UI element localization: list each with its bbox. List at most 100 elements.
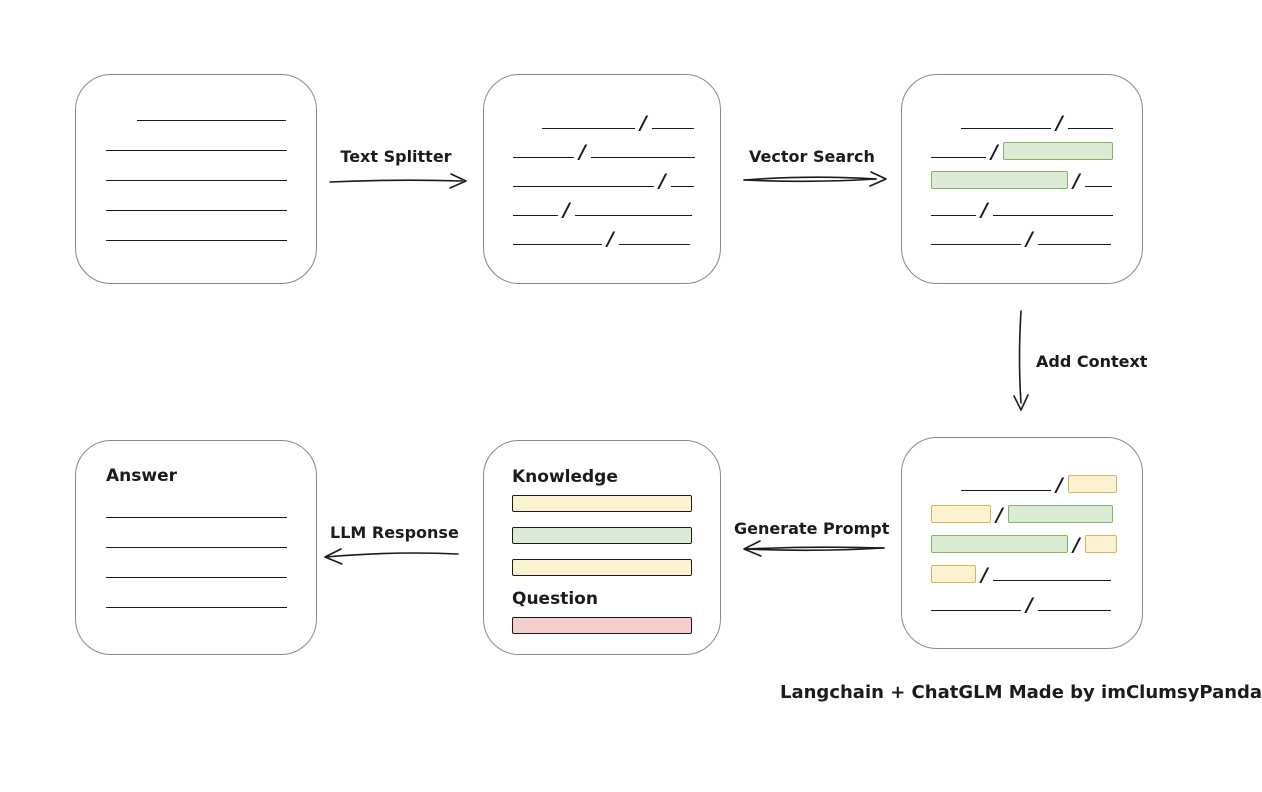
text-line bbox=[137, 120, 286, 121]
text-line bbox=[670, 186, 694, 187]
text-line bbox=[513, 244, 602, 245]
yellow-bar bbox=[512, 559, 692, 576]
text-row: / bbox=[931, 112, 1142, 134]
text-row: / bbox=[513, 112, 720, 134]
vector-search-arrow bbox=[743, 171, 887, 187]
arrow-shaft bbox=[745, 546, 885, 550]
add-context-arrow bbox=[1013, 310, 1029, 411]
text-line bbox=[651, 128, 694, 129]
slash-separator: / bbox=[659, 170, 666, 192]
yellow-highlight-chunk bbox=[931, 565, 976, 583]
question-label: Question bbox=[512, 589, 598, 609]
slash-separator: / bbox=[563, 199, 570, 221]
text-line bbox=[106, 577, 287, 578]
text-row bbox=[106, 135, 316, 153]
credit-caption: Langchain + ChatGLM Made by imClumsyPand… bbox=[780, 682, 1262, 703]
slash-separator: / bbox=[1056, 474, 1063, 496]
add-context-label: Add Context bbox=[1036, 352, 1148, 371]
text-line bbox=[931, 244, 1021, 245]
text-line bbox=[106, 180, 287, 181]
text-line bbox=[513, 186, 654, 187]
text-row: / bbox=[931, 564, 1142, 586]
arrow-head-icon bbox=[743, 540, 762, 557]
text-line bbox=[1037, 610, 1111, 611]
text-row: / bbox=[931, 141, 1142, 163]
slash-separator: / bbox=[1073, 170, 1080, 192]
document-lines bbox=[106, 105, 316, 243]
vector-search-label: Vector Search bbox=[749, 147, 875, 166]
text-line bbox=[106, 517, 287, 518]
text-row: / bbox=[931, 534, 1142, 556]
slash-separator: / bbox=[996, 504, 1003, 526]
indent-spacer bbox=[106, 122, 137, 123]
arrow-shaft bbox=[743, 176, 877, 181]
context-chunks-node: / / / / / bbox=[901, 437, 1143, 649]
text-row bbox=[106, 105, 316, 123]
slash-separator: / bbox=[981, 564, 988, 586]
text-line bbox=[961, 128, 1051, 129]
text-line bbox=[1067, 128, 1113, 129]
indent-spacer bbox=[931, 130, 961, 131]
text-row: / bbox=[931, 200, 1142, 220]
text-row: / bbox=[513, 199, 720, 221]
green-highlight-chunk bbox=[1007, 505, 1113, 523]
split-chunk-rows: / / / / / bbox=[513, 112, 720, 250]
text-splitter-arrow bbox=[329, 173, 467, 189]
green-highlight-chunk bbox=[1002, 142, 1113, 160]
text-row bbox=[106, 502, 316, 520]
text-row bbox=[106, 592, 316, 610]
answer-label: Answer bbox=[106, 466, 177, 486]
slash-separator: / bbox=[640, 112, 647, 134]
llm-response-arrow bbox=[324, 548, 459, 565]
green-bar bbox=[512, 527, 692, 544]
text-line bbox=[513, 215, 558, 216]
text-row bbox=[106, 532, 316, 550]
arrow-head-icon bbox=[1013, 394, 1029, 411]
arrow-shaft bbox=[743, 178, 877, 183]
text-row: / bbox=[931, 504, 1142, 526]
text-row: / bbox=[513, 170, 720, 192]
text-row: / bbox=[931, 229, 1142, 249]
arrow-shaft bbox=[325, 552, 459, 558]
arrow-shaft bbox=[329, 179, 463, 183]
vector-matched-rows: / / / / / bbox=[931, 112, 1142, 249]
arrow-head-icon bbox=[449, 173, 467, 189]
slash-separator: / bbox=[1073, 534, 1080, 556]
slash-separator: / bbox=[1056, 112, 1063, 134]
text-line bbox=[590, 157, 695, 158]
question-bars bbox=[512, 617, 720, 634]
text-row bbox=[106, 225, 316, 243]
text-line bbox=[931, 215, 976, 216]
answer-node: Answer bbox=[75, 440, 317, 655]
red-bar bbox=[512, 617, 692, 634]
indent-spacer bbox=[513, 130, 542, 131]
slash-separator: / bbox=[579, 141, 586, 163]
text-row: / bbox=[513, 141, 720, 163]
indent-spacer bbox=[931, 492, 961, 493]
text-row: / bbox=[931, 170, 1142, 192]
knowledge-bars bbox=[512, 495, 720, 576]
text-line bbox=[106, 547, 287, 548]
text-line bbox=[992, 580, 1111, 581]
prompt-node: Knowledge Question bbox=[483, 440, 721, 655]
split-chunks-node: / / / / / bbox=[483, 74, 721, 284]
yellow-highlight-chunk bbox=[931, 505, 991, 523]
generate-prompt-arrow bbox=[743, 540, 885, 557]
source-document-node bbox=[75, 74, 317, 284]
text-splitter-label: Text Splitter bbox=[340, 147, 452, 166]
slash-separator: / bbox=[1026, 594, 1033, 616]
text-line bbox=[542, 128, 635, 129]
text-line bbox=[513, 157, 574, 158]
text-line bbox=[1084, 186, 1112, 187]
text-line bbox=[106, 150, 287, 151]
yellow-highlight-chunk bbox=[1067, 475, 1117, 493]
text-row: / bbox=[513, 228, 720, 250]
yellow-bar bbox=[512, 495, 692, 512]
slash-separator: / bbox=[607, 228, 614, 250]
arrow-shaft bbox=[1018, 310, 1022, 404]
text-row bbox=[106, 195, 316, 213]
slash-separator: / bbox=[991, 141, 998, 163]
text-row bbox=[106, 562, 316, 580]
text-line bbox=[106, 240, 287, 241]
